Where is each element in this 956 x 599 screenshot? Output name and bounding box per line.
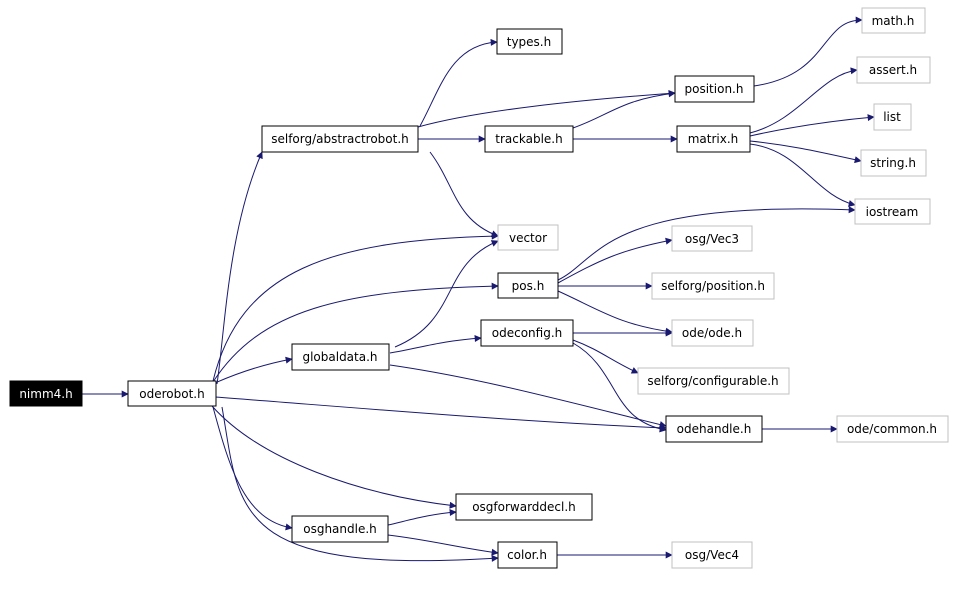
node-label-color: color.h [507, 548, 547, 562]
node-label-globaldata: globaldata.h [302, 350, 377, 364]
edge-oderobot-odehandle [214, 396, 667, 432]
node-abstractrobot[interactable]: selforg/abstractrobot.h [261, 125, 419, 153]
edge-osghandle-color [387, 534, 499, 556]
node-label-osgforwarddecl: osgforwarddecl.h [472, 500, 576, 514]
edge-oderobot-osghandle [212, 406, 293, 531]
node-configurable[interactable]: selforg/configurable.h [637, 367, 790, 395]
node-label-osgvec3: osg/Vec3 [685, 232, 739, 246]
node-assert[interactable]: assert.h [856, 56, 931, 84]
node-osgvec3[interactable]: osg/Vec3 [671, 225, 753, 252]
node-nimm4[interactable]: nimm4.h [9, 380, 83, 407]
edge-oderobot-color [221, 406, 499, 562]
node-label-string: string.h [870, 156, 916, 170]
edge-trackable-position [572, 90, 676, 129]
node-label-odeconfig: odeconfig.h [492, 326, 562, 340]
node-label-odehandle: odehandle.h [677, 422, 752, 436]
edge-pos-osgvec3 [557, 237, 673, 284]
node-matrix[interactable]: matrix.h [676, 125, 751, 153]
node-label-pos: pos.h [512, 279, 545, 293]
node-odeode[interactable]: ode/ode.h [671, 319, 754, 347]
node-label-selforgposition: selforg/position.h [661, 279, 765, 293]
edge-oderobot-abstractrobot [216, 151, 263, 385]
node-vector[interactable]: vector [497, 224, 559, 251]
node-osgvec4[interactable]: osg/Vec4 [671, 541, 753, 569]
edge-globaldata-odeconfig [389, 334, 482, 354]
node-iostream[interactable]: iostream [854, 198, 931, 225]
node-label-types: types.h [507, 35, 551, 49]
node-odeconfig[interactable]: odeconfig.h [480, 319, 574, 347]
edge-osghandle-osgforwarddecl [387, 508, 457, 526]
node-globaldata[interactable]: globaldata.h [291, 343, 390, 371]
node-odecommon[interactable]: ode/common.h [836, 415, 949, 443]
node-label-trackable: trackable.h [495, 132, 562, 146]
edge-pos-odeode [557, 290, 673, 335]
node-color[interactable]: color.h [497, 541, 558, 569]
edge-matrix-iostream [749, 143, 856, 207]
node-label-math: math.h [872, 14, 915, 28]
node-label-matrix: matrix.h [688, 132, 739, 146]
node-label-osgvec4: osg/Vec4 [685, 548, 739, 562]
edge-matrix-list [749, 114, 875, 137]
edge-globaldata-odehandle [389, 364, 667, 428]
edge-position-math [753, 16, 863, 87]
edge-oderobot-vector [212, 232, 499, 382]
node-string[interactable]: string.h [860, 149, 927, 177]
edge-abstractrobot-vector [429, 151, 499, 238]
node-label-odeode: ode/ode.h [682, 326, 742, 340]
node-pos[interactable]: pos.h [497, 272, 559, 299]
edge-matrix-string [749, 140, 862, 164]
edge-pos-iostream [557, 206, 856, 281]
edge-oderobot-globaldata [214, 356, 293, 384]
node-label-oderobot: oderobot.h [139, 387, 204, 401]
node-trackable[interactable]: trackable.h [484, 125, 574, 153]
edge-oderobot-osgforwarddecl [211, 405, 457, 509]
node-label-abstractrobot: selforg/abstractrobot.h [271, 132, 409, 146]
node-osghandle[interactable]: osghandle.h [291, 515, 389, 543]
node-types[interactable]: types.h [496, 28, 563, 55]
node-label-osghandle: osghandle.h [303, 522, 377, 536]
edge-abstractrobot-position [417, 89, 676, 128]
node-label-position: position.h [685, 82, 744, 96]
nodes: nimm4.h oderobot.h selforg/abstractrobot… [9, 7, 949, 569]
edges [82, 16, 875, 562]
edge-matrix-assert [749, 67, 858, 134]
node-position[interactable]: position.h [674, 75, 755, 103]
node-label-odecommon: ode/common.h [847, 422, 937, 436]
node-label-list: list [883, 110, 901, 124]
edge-odeconfig-configurable [572, 339, 639, 374]
node-selforgposition[interactable]: selforg/position.h [651, 272, 775, 300]
node-list[interactable]: list [873, 103, 912, 131]
node-label-iostream: iostream [866, 205, 919, 219]
edge-abstractrobot-types [419, 38, 498, 127]
node-label-assert: assert.h [869, 63, 917, 77]
edge-oderobot-pos [212, 282, 499, 383]
edge-globaldata-vector [394, 240, 499, 348]
node-math[interactable]: math.h [861, 7, 926, 34]
node-label-nimm4: nimm4.h [19, 387, 72, 401]
node-label-configurable: selforg/configurable.h [647, 374, 778, 388]
node-osgforwarddecl[interactable]: osgforwarddecl.h [455, 493, 593, 521]
node-oderobot[interactable]: oderobot.h [127, 380, 217, 407]
node-label-vector: vector [509, 231, 547, 245]
node-odehandle[interactable]: odehandle.h [665, 415, 763, 443]
edge-odeconfig-odehandle [572, 342, 667, 433]
